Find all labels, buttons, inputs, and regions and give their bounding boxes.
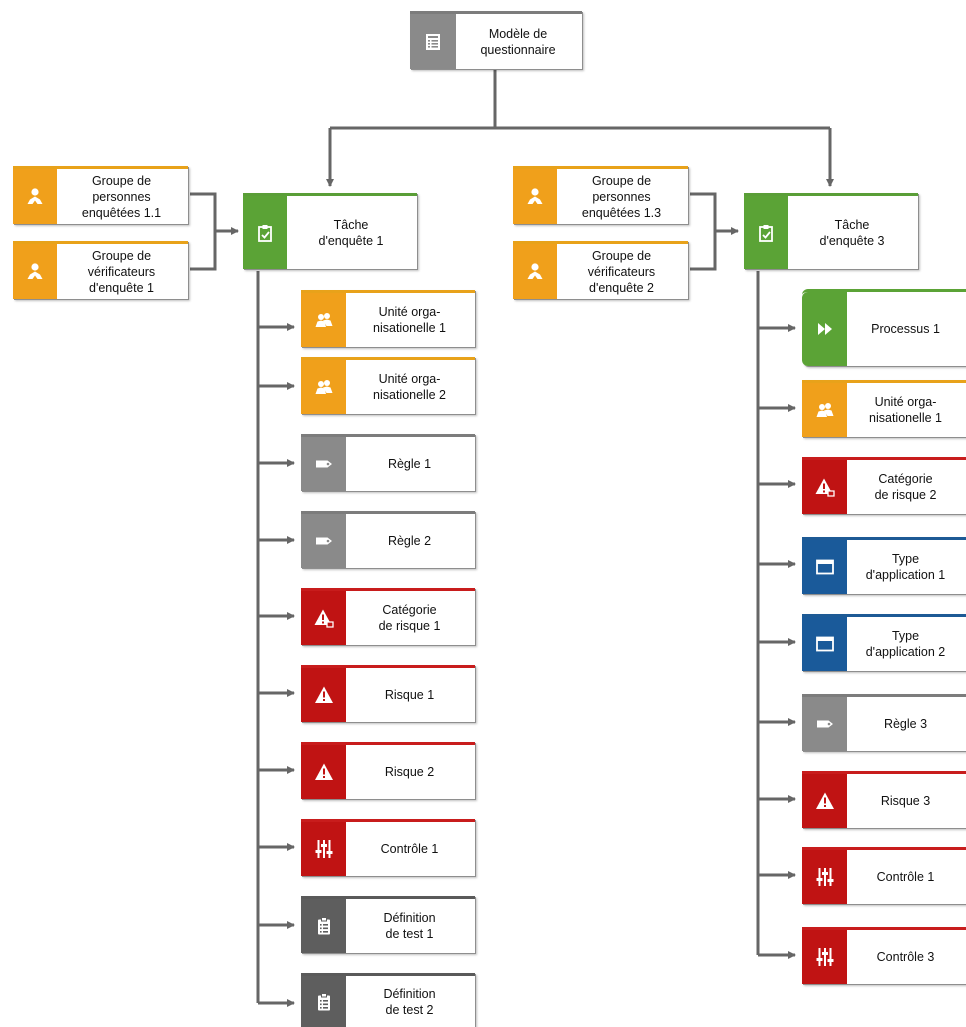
node-label: Tâche d'enquête 3 [819, 217, 885, 248]
node-label: Unité orga- nisationelle 2 [373, 372, 446, 402]
node-risk-category-1[interactable]: Catégorie de risque 1 [301, 588, 475, 645]
node-label: Définition de test 1 [383, 911, 436, 941]
node-label: Contrôle 1 [876, 870, 935, 884]
tag-icon [802, 697, 847, 751]
node-control-3[interactable]: Contrôle 3 [802, 927, 966, 984]
node-label: Unité orga- nisationelle 1 [373, 305, 446, 335]
node-application-type-2[interactable]: Type d'application 2 [802, 614, 966, 671]
node-label: Règle 3 [883, 717, 928, 731]
node-org-unit-1[interactable]: Unité orga- nisationelle 1 [301, 290, 475, 347]
test-definition-icon [301, 976, 346, 1027]
node-label: Tâche d'enquête 1 [318, 217, 384, 248]
node-label: Groupe de vérificateurs d'enquête 2 [587, 248, 656, 295]
node-surveyed-group-1-1[interactable]: Groupe de personnes enquêtées 1.1 [13, 166, 188, 224]
node-questionnaire-template[interactable]: Modèle de questionnaire [410, 11, 582, 69]
node-label: Groupe de personnes enquêtées 1.3 [581, 173, 662, 220]
node-label: Groupe de personnes enquêtées 1.1 [81, 173, 162, 220]
node-process-1[interactable]: Processus 1 [802, 289, 966, 366]
control-sliders-icon [301, 822, 346, 876]
node-label: Risque 3 [880, 794, 931, 808]
node-org-unit-2[interactable]: Unité orga- nisationelle 2 [301, 357, 475, 414]
node-test-definition-2[interactable]: Définition de test 2 [301, 973, 475, 1027]
node-control-1[interactable]: Contrôle 1 [301, 819, 475, 876]
clipboard-check-icon [243, 196, 287, 269]
node-label: Unité orga- nisationelle 1 [869, 395, 942, 425]
test-definition-icon [301, 899, 346, 953]
node-rule-3[interactable]: Règle 3 [802, 694, 966, 751]
node-label: Catégorie de risque 1 [378, 603, 441, 633]
node-control-1[interactable]: Contrôle 1 [802, 847, 966, 904]
warning-icon [301, 668, 346, 722]
node-label: Type d'application 2 [865, 629, 946, 659]
root-connector [328, 70, 832, 186]
risk-category-icon [802, 460, 847, 514]
node-label: Type d'application 1 [865, 552, 946, 582]
application-window-icon [802, 540, 847, 594]
node-label: Contrôle 3 [876, 950, 935, 964]
node-risk-category-2[interactable]: Catégorie de risque 2 [802, 457, 966, 514]
node-label: Contrôle 1 [380, 842, 439, 856]
person-icon [13, 169, 57, 224]
application-window-icon [802, 617, 847, 671]
node-test-definition-1[interactable]: Définition de test 1 [301, 896, 475, 953]
node-label: Catégorie de risque 2 [874, 472, 937, 502]
node-label: Processus 1 [871, 322, 940, 336]
tag-icon [301, 514, 346, 568]
control-sliders-icon [802, 850, 847, 904]
person-icon [513, 244, 557, 299]
person-icon [13, 244, 57, 299]
org-unit-icon [301, 293, 346, 347]
node-rule-2[interactable]: Règle 2 [301, 511, 475, 568]
node-label: Groupe de vérificateurs d'enquête 1 [87, 248, 156, 295]
task1-group-connector [190, 192, 238, 271]
process-icon [802, 292, 847, 366]
node-survey-task-1[interactable]: Tâche d'enquête 1 [243, 193, 417, 269]
risk-category-icon [301, 591, 346, 645]
node-surveyed-group-1-3[interactable]: Groupe de personnes enquêtées 1.3 [513, 166, 688, 224]
person-icon [513, 169, 557, 224]
node-label: Règle 1 [387, 457, 432, 471]
node-rule-1[interactable]: Règle 1 [301, 434, 475, 491]
node-label: Risque 1 [384, 688, 435, 702]
node-survey-task-3[interactable]: Tâche d'enquête 3 [744, 193, 918, 269]
node-reviewer-group-2[interactable]: Groupe de vérificateurs d'enquête 2 [513, 241, 688, 299]
node-application-type-1[interactable]: Type d'application 1 [802, 537, 966, 594]
node-risk-2[interactable]: Risque 2 [301, 742, 475, 799]
node-label: Règle 2 [387, 534, 432, 548]
node-risk-1[interactable]: Risque 1 [301, 665, 475, 722]
node-label: Risque 2 [384, 765, 435, 779]
node-label: Définition de test 2 [383, 986, 436, 1017]
node-label: Modèle de questionnaire [480, 26, 556, 57]
tag-icon [301, 437, 346, 491]
org-unit-icon [301, 360, 346, 414]
node-org-unit-1[interactable]: Unité orga- nisationelle 1 [802, 380, 966, 437]
clipboard-check-icon [744, 196, 788, 269]
warning-icon [301, 745, 346, 799]
task3-group-connector [690, 192, 738, 271]
org-unit-icon [802, 383, 847, 437]
node-reviewer-group-1[interactable]: Groupe de vérificateurs d'enquête 1 [13, 241, 188, 299]
node-risk-3[interactable]: Risque 3 [802, 771, 966, 828]
warning-icon [802, 774, 847, 828]
control-sliders-icon [802, 930, 847, 984]
questionnaire-icon [410, 14, 456, 69]
